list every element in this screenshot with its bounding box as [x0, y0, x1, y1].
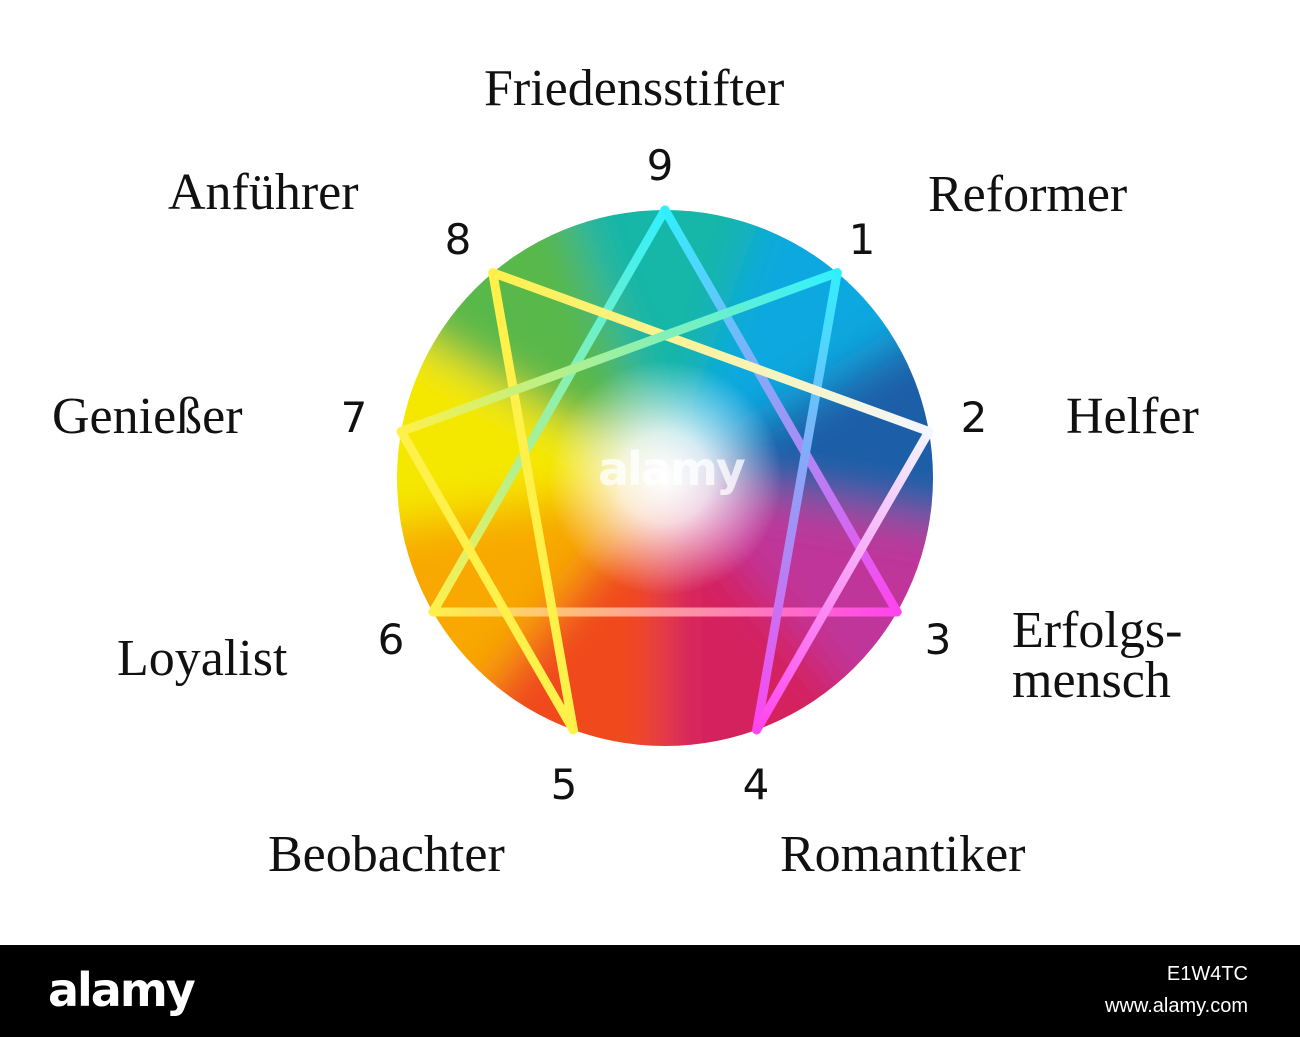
enneagram-line-5-7: [396, 426, 578, 735]
type-name-9: Friedensstifter: [484, 60, 785, 117]
type-name-8: Anführer: [168, 164, 359, 221]
footer-image-id: E1W4TC: [1166, 963, 1248, 985]
type-name-2: Helfer: [1066, 388, 1199, 445]
type-name-4: Romantiker: [780, 826, 1026, 883]
type-number-7: 7: [340, 393, 368, 442]
footer-brand-logo: alamy: [48, 963, 196, 1017]
footer-bar: alamy E1W4TC www.alamy.com: [0, 945, 1300, 1037]
enneagram-diagram: alamy 9 Friedensstifter 1 Reformer 2 Helfer 3 E…: [52, 60, 1199, 883]
type-name-3: Erfolgs- mensch: [1012, 602, 1183, 709]
enneagram-line-7-1: [396, 268, 842, 436]
type-number-5: 5: [550, 760, 578, 809]
type-number-3: 3: [924, 615, 952, 664]
type-number-2: 2: [960, 393, 988, 442]
type-number-1: 1: [848, 215, 876, 264]
type-number-8: 8: [444, 215, 472, 264]
footer-url: www.alamy.com: [1105, 995, 1248, 1017]
enneagram-line-8-5: [488, 268, 578, 735]
watermark-text: alamy: [598, 442, 746, 496]
enneagram-line-1-4: [752, 268, 842, 735]
type-name-7: Genießer: [52, 388, 243, 445]
type-name-6: Loyalist: [117, 630, 288, 687]
type-name-1: Reformer: [928, 166, 1128, 223]
type-number-9: 9: [646, 141, 674, 190]
enneagram-line-4-2: [752, 426, 934, 735]
enneagram-lines: [396, 205, 934, 735]
enneagram-figure: [396, 205, 934, 746]
enneagram-line-2-8: [488, 268, 934, 436]
type-number-4: 4: [742, 760, 770, 809]
type-name-5: Beobachter: [268, 826, 505, 883]
type-number-6: 6: [377, 615, 405, 664]
